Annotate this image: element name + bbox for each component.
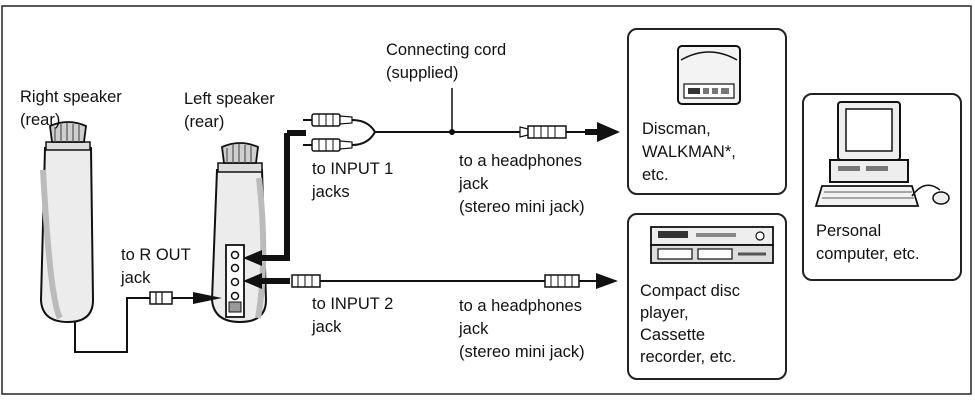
computer-icon [814,101,950,207]
discman-label: Discman, WALKMAN*, etc. [642,120,736,184]
input1-arrow-icon [243,250,262,266]
to-input2-label: to INPUT 2 jack [312,295,394,336]
frame-border [1,5,972,395]
rca-plug-top-icon [303,113,353,127]
to-headphones-2-label: to a headphones jack (stereo mini jack) [459,297,585,361]
cd-arrow-icon [596,273,618,289]
personal-computer-label: Personal computer, etc. [816,222,920,263]
to-input1-label: to INPUT 1 jacks [312,160,394,201]
mini-plug-1-icon [519,125,585,139]
discman-arrow-icon [597,122,620,142]
to-headphones-1-label: to a headphones jack (stereo mini jack) [459,152,585,216]
to-r-out-label: to R OUT jack [121,246,191,287]
input2-plug-icon [291,274,321,288]
right-speaker-label: Right speaker (rear) [20,88,122,129]
rca-plug-bottom-icon [303,138,353,152]
input2-arrow-icon [243,273,262,289]
input1-thick-line [262,133,290,261]
r-out-plug-icon [149,291,222,305]
mini-plug-2-icon [544,274,596,288]
cd-deck-icon [650,226,774,264]
cd-player-label: Compact disc player, Cassette recorder, … [640,282,740,366]
connecting-cord-label: Connecting cord (supplied) [386,41,507,82]
connecting-cord [351,119,452,146]
left-speaker-label: Left speaker (rear) [184,90,275,131]
r-out-cable [74,297,150,353]
discman-icon [677,45,741,105]
right-speaker-icon [39,121,95,324]
left-speaker-icon [210,142,268,324]
